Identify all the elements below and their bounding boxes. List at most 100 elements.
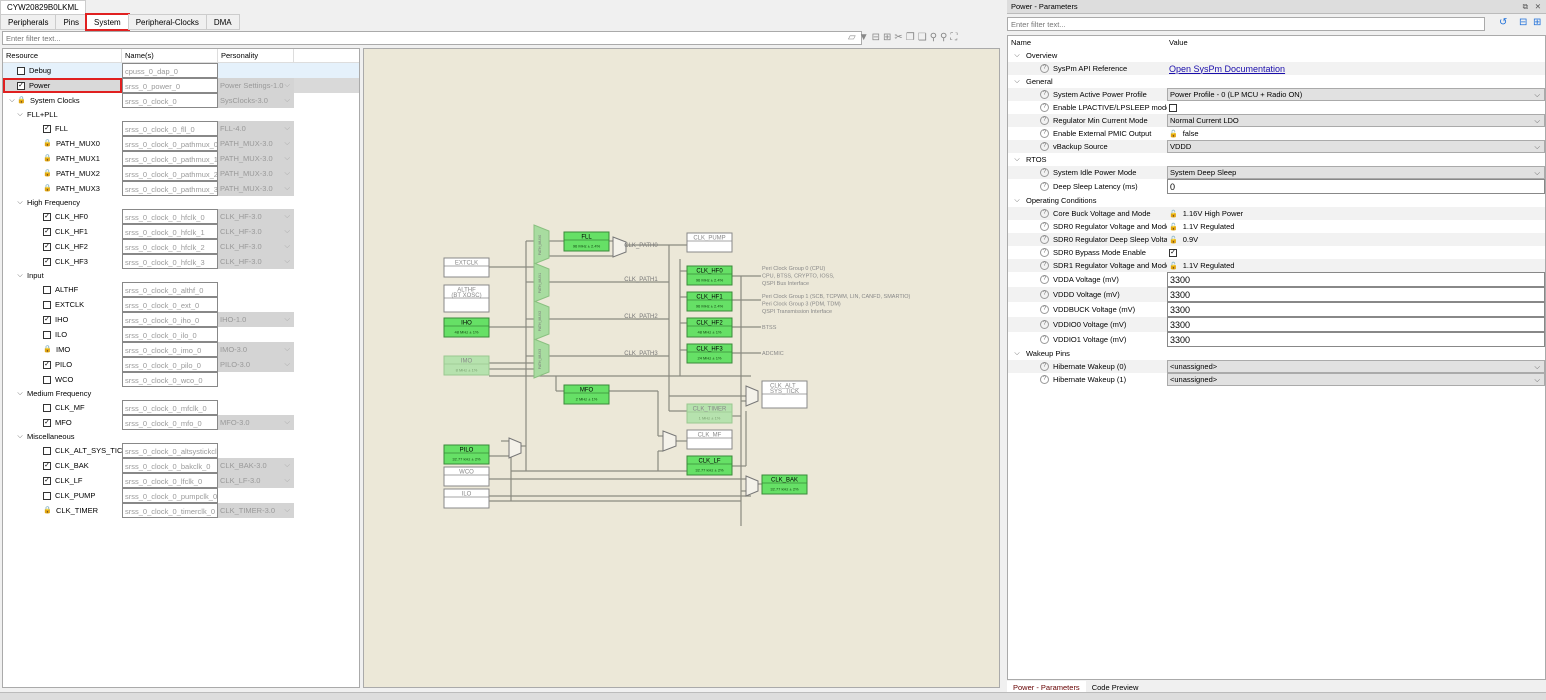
- tree-group-medium-frequency[interactable]: ⌵Medium Frequency: [3, 387, 359, 400]
- param-group-rtos[interactable]: ⌵RTOS: [1008, 153, 1545, 166]
- instance-name-field[interactable]: srss_0_clock_0_pumpclk_0: [122, 488, 218, 503]
- resource-filter-input[interactable]: Enter filter text...: [2, 31, 862, 45]
- param-input[interactable]: 3300: [1167, 302, 1545, 317]
- param-select[interactable]: <unassigned>⌵: [1167, 373, 1545, 386]
- personality-select[interactable]: CLK_BAK-3.0⌵: [218, 458, 294, 473]
- personality-select[interactable]: Power Settings-1.0⌵: [218, 78, 294, 93]
- param-input[interactable]: 3300: [1167, 272, 1545, 287]
- param-group-general[interactable]: ⌵General: [1008, 75, 1545, 88]
- path-mux-1[interactable]: [533, 262, 550, 303]
- clock-box-wco[interactable]: [443, 466, 490, 487]
- instance-name-field[interactable]: srss_0_clock_0_iho_0: [122, 312, 218, 327]
- personality-select[interactable]: PATH_MUX-3.0⌵: [218, 136, 294, 151]
- instance-name-field[interactable]: srss_0_clock_0: [122, 93, 218, 108]
- tree-group-input[interactable]: ⌵Input: [3, 269, 359, 282]
- param-select[interactable]: Normal Current LDO⌵: [1167, 114, 1545, 127]
- chevron-down-icon[interactable]: ⌵: [1014, 77, 1020, 85]
- checkbox-checked[interactable]: ✓: [43, 461, 51, 470]
- tab-code-preview[interactable]: Code Preview: [1091, 683, 1139, 692]
- personality-select[interactable]: IHO-1.0⌵: [218, 312, 294, 327]
- filter-icon[interactable]: ▼: [858, 32, 872, 43]
- help-icon[interactable]: ?: [1040, 90, 1049, 99]
- personality-select[interactable]: CLK_HF-3.0⌵: [218, 209, 294, 224]
- instance-name-field[interactable]: srss_0_clock_0_hfclk_1: [122, 224, 218, 239]
- instance-name-field[interactable]: srss_0_clock_0_ilo_0: [122, 327, 218, 342]
- personality-select[interactable]: CLK_HF-3.0⌵: [218, 224, 294, 239]
- chevron-down-icon[interactable]: ⌵: [9, 96, 15, 104]
- checkbox-unchecked[interactable]: [17, 66, 25, 75]
- instance-name-field[interactable]: srss_0_clock_0_pathmux_3: [122, 181, 218, 196]
- clock-box-mfo[interactable]: [563, 384, 610, 405]
- instance-name-field[interactable]: srss_0_clock_0_imo_0: [122, 342, 218, 357]
- cut-icon[interactable]: ✂: [894, 32, 906, 43]
- chevron-down-icon[interactable]: ⌵: [17, 198, 23, 206]
- instance-name-field[interactable]: srss_0_power_0: [122, 78, 218, 93]
- help-icon[interactable]: ?: [1040, 168, 1049, 177]
- chevron-down-icon[interactable]: ⌵: [1014, 196, 1020, 204]
- help-icon[interactable]: ?: [1040, 64, 1049, 73]
- clock-box-hf1[interactable]: [686, 291, 733, 312]
- help-icon[interactable]: ?: [1040, 305, 1049, 314]
- instance-name-field[interactable]: srss_0_clock_0_mfo_0: [122, 415, 218, 430]
- collapse-all-icon[interactable]: ⊟: [1519, 17, 1528, 28]
- checkbox-checked[interactable]: ✓: [17, 81, 25, 90]
- checkbox-unchecked[interactable]: [1169, 103, 1177, 112]
- zoom-in-icon[interactable]: ⚲: [929, 32, 941, 43]
- checkbox-checked[interactable]: ✓: [43, 257, 51, 266]
- param-select[interactable]: VDDD⌵: [1167, 140, 1545, 153]
- checkbox-checked[interactable]: ✓: [43, 476, 51, 485]
- personality-select[interactable]: MFO-3.0⌵: [218, 415, 294, 430]
- personality-select[interactable]: FLL-4.0⌵: [218, 121, 294, 136]
- help-icon[interactable]: ?: [1040, 290, 1049, 299]
- help-icon[interactable]: ?: [1040, 261, 1049, 270]
- close-icon[interactable]: ✕: [1534, 2, 1541, 11]
- help-icon[interactable]: ?: [1040, 335, 1049, 344]
- checkbox-checked[interactable]: ✓: [43, 124, 51, 133]
- instance-name-field[interactable]: srss_0_clock_0_hfclk_0: [122, 209, 218, 224]
- param-input[interactable]: 0: [1167, 179, 1545, 194]
- clear-filter-icon[interactable]: ▱: [848, 32, 859, 43]
- restore-icon[interactable]: ⧉: [1522, 2, 1528, 11]
- clock-box-fll[interactable]: [563, 231, 610, 252]
- personality-select[interactable]: CLK_LF-3.0⌵: [218, 473, 294, 488]
- checkbox-unchecked[interactable]: [43, 491, 51, 500]
- checkbox-unchecked[interactable]: [43, 446, 51, 455]
- checkbox-checked[interactable]: ✓: [43, 418, 51, 427]
- help-icon[interactable]: ?: [1040, 235, 1049, 244]
- instance-name-field[interactable]: srss_0_clock_0_pathmux_2: [122, 166, 218, 181]
- chevron-down-icon[interactable]: ⌵: [17, 271, 23, 279]
- chevron-down-icon[interactable]: ⌵: [1014, 349, 1020, 357]
- checkbox-unchecked[interactable]: [43, 375, 51, 384]
- param-input[interactable]: 3300: [1167, 287, 1545, 302]
- collapse-all-icon[interactable]: ⊟: [871, 32, 883, 43]
- instance-name-field[interactable]: cpuss_0_dap_0: [122, 63, 218, 78]
- param-group-operating-conditions[interactable]: ⌵Operating Conditions: [1008, 194, 1545, 207]
- zoom-fit-icon[interactable]: ⛶: [950, 32, 961, 43]
- tree-group-miscellaneous[interactable]: ⌵Miscellaneous: [3, 430, 359, 443]
- help-icon[interactable]: ?: [1040, 103, 1049, 112]
- clock-box-extclk[interactable]: [443, 257, 490, 278]
- path-mux-0[interactable]: [533, 224, 550, 265]
- path-mux-3[interactable]: [533, 338, 550, 379]
- expand-all-icon[interactable]: ⊞: [883, 32, 895, 43]
- chevron-down-icon[interactable]: ⌵: [1014, 51, 1020, 59]
- param-input[interactable]: 3300: [1167, 332, 1545, 347]
- tree-group-fll-pll[interactable]: ⌵FLL+PLL: [3, 108, 359, 121]
- personality-select[interactable]: CLK_HF-3.0⌵: [218, 239, 294, 254]
